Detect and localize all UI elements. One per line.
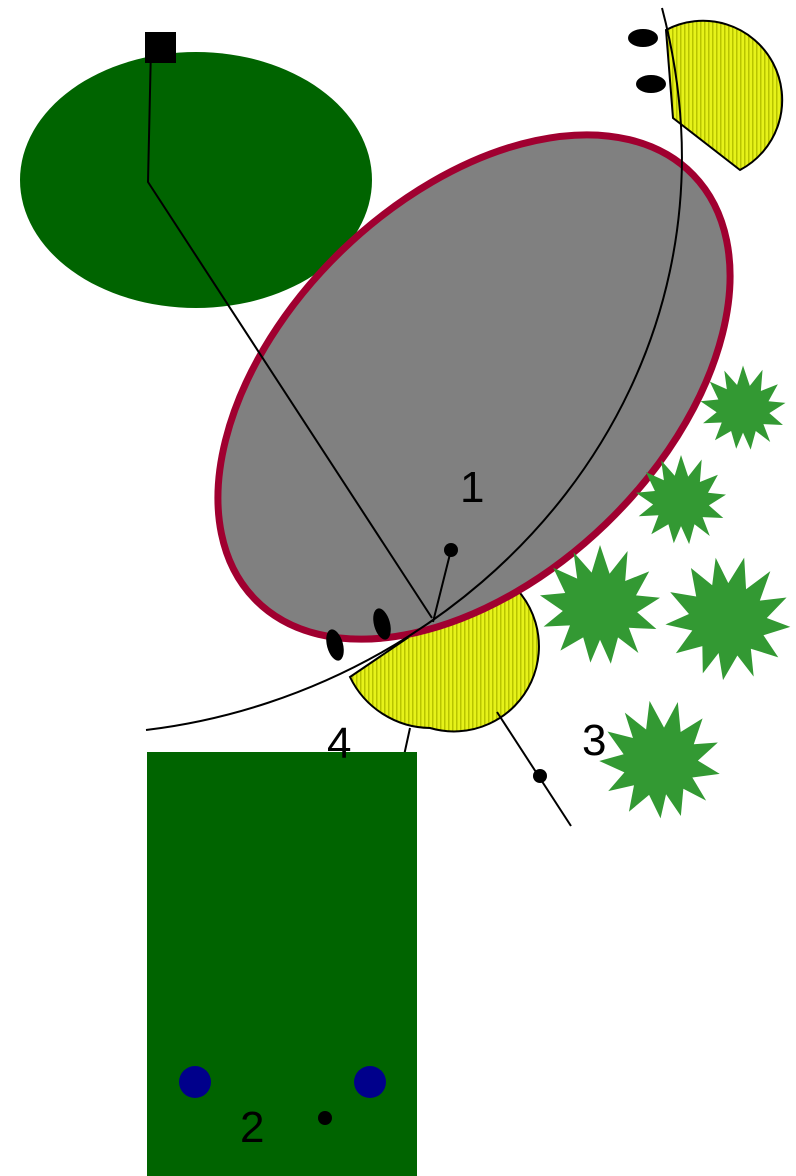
leader-dot-2	[318, 1111, 332, 1125]
navy-dot-right	[354, 1066, 386, 1098]
yellow-half-disc-bottom	[348, 573, 540, 733]
label-1: 1	[460, 463, 484, 512]
label-2: 2	[240, 1103, 264, 1152]
oval-mark-top-2	[636, 75, 666, 93]
gray-ellipse	[214, 131, 734, 643]
bush-4	[651, 541, 796, 694]
leader-line-1	[432, 549, 452, 623]
bush-5	[590, 690, 730, 829]
leader-dot-3	[533, 769, 547, 783]
dark-green-rectangle	[147, 752, 417, 1176]
leader-dot-1	[444, 543, 458, 557]
oval-mark-bottom-1	[326, 629, 344, 661]
label-3: 3	[582, 716, 606, 765]
label-4: 4	[327, 719, 351, 768]
oval-mark-top-1	[628, 29, 658, 47]
yellow-half-disc-top	[664, 19, 784, 172]
navy-dot-left	[179, 1066, 211, 1098]
dark-green-ellipse	[20, 52, 372, 308]
leader-line-3	[496, 711, 572, 827]
route-line	[146, 46, 433, 619]
oval-mark-bottom-2	[373, 608, 391, 640]
bush-1	[700, 365, 786, 450]
start-marker	[145, 32, 176, 63]
curved-path	[145, 7, 683, 731]
